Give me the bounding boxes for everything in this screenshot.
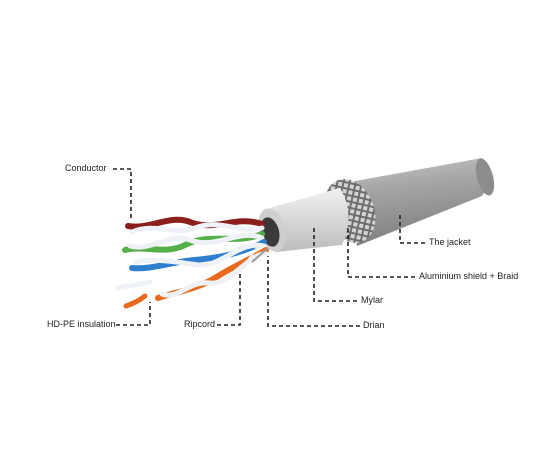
- leader-shield: [347, 226, 415, 278]
- label-hdpe-insulation: HD-PE insulation: [47, 319, 116, 329]
- label-conductor: Conductor: [65, 163, 107, 173]
- leader-drain: [267, 256, 360, 327]
- label-mylar: Mylar: [361, 295, 383, 305]
- leader-mylar: [313, 226, 357, 302]
- mylar-foil: [270, 188, 349, 252]
- jacket-end-cap: [475, 158, 495, 196]
- drain-wire: [251, 247, 269, 263]
- leader-ripcord: [217, 272, 241, 326]
- pair-brown: [125, 216, 265, 230]
- jacket: [350, 158, 489, 246]
- leader-jacket: [399, 212, 425, 244]
- leader-hdpe: [116, 302, 151, 326]
- label-ripcord: Ripcord: [184, 319, 216, 329]
- label-drain: Drian: [363, 320, 385, 330]
- leader-lines: [113, 168, 425, 327]
- twisted-pairs: [115, 216, 269, 309]
- label-jacket: The jacket: [429, 237, 471, 247]
- ripcord: [239, 245, 259, 273]
- leader-conductor: [113, 168, 132, 218]
- label-shield-braid: Aluminium shield + Braid: [419, 271, 519, 281]
